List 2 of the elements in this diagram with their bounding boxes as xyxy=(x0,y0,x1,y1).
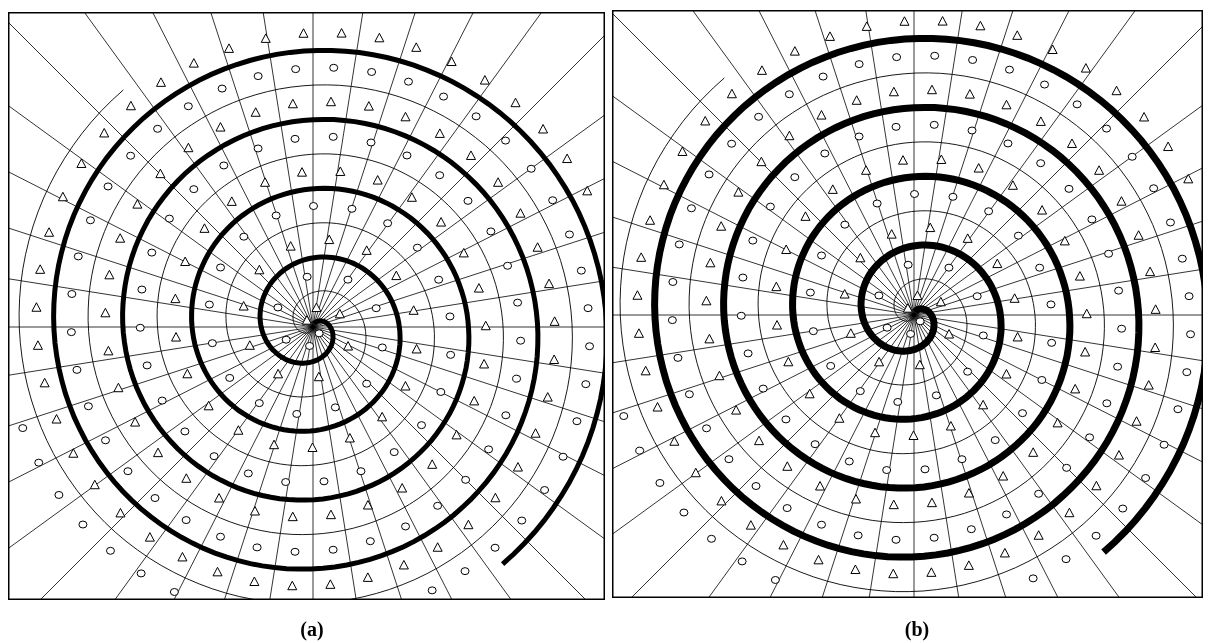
panel-label: (b) xyxy=(903,618,931,641)
panel-label: (a) xyxy=(299,618,325,641)
